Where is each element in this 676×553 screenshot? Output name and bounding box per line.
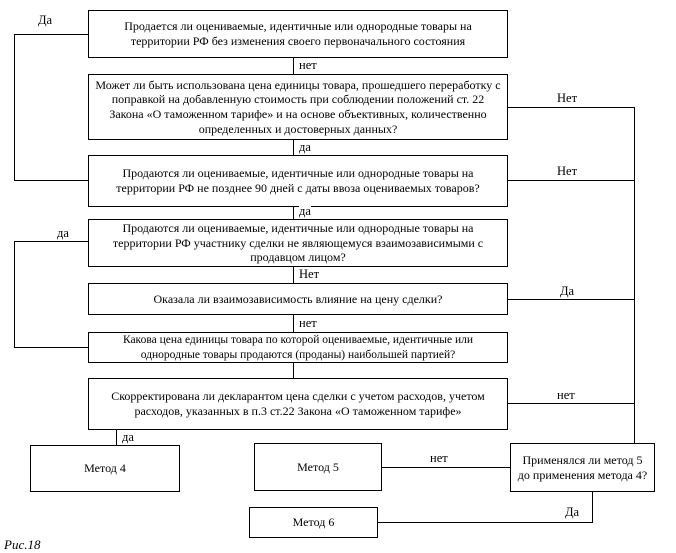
edge-q1-q2-line bbox=[293, 58, 294, 74]
flow-node-method-5: Метод 5 bbox=[254, 443, 382, 491]
edge-q5-yes-line bbox=[508, 299, 634, 300]
edge-q3-q4-line bbox=[293, 207, 294, 219]
edge-label-q3-no: Нет bbox=[557, 164, 578, 178]
flow-node-q2-unit-price-processing: Может ли быть использована цена единицы … bbox=[88, 74, 508, 140]
flow-node-q7-price-corrected-by-declarant: Скорректирована ли декларантом цена сдел… bbox=[88, 378, 508, 430]
edge-method5-no-q8-line bbox=[382, 467, 510, 468]
flow-node-method-4: Метод 4 bbox=[30, 445, 180, 492]
edge-label-q4-no: Нет bbox=[299, 267, 320, 281]
flow-node-q5-interdependence-affected-price: Оказала ли взаимозависимость влияние на … bbox=[88, 283, 508, 315]
figure-caption: Рис.18 bbox=[4, 537, 41, 552]
edge-label-q2-no: Нет bbox=[557, 91, 578, 105]
edge-q5-q6-line bbox=[293, 315, 294, 332]
edge-q6-q7-line bbox=[293, 363, 294, 378]
edge-label-q5-no: нет bbox=[299, 316, 317, 330]
edge-q4-yes-trunk-line bbox=[14, 241, 15, 347]
edge-q4-q5-line bbox=[293, 267, 294, 283]
flow-node-q4-not-interdependent-party: Продаются ли оцениваемые, идентичные или… bbox=[88, 219, 508, 267]
flow-node-q8-method5-before-method4: Применялся ли метод 5 до применения мето… bbox=[510, 443, 655, 492]
edge-label-q7-yes: да bbox=[122, 430, 134, 444]
edge-label-q1-no: нет bbox=[299, 58, 317, 72]
edge-label-q8-yes: Да bbox=[565, 505, 580, 519]
edge-q2-q3-line bbox=[293, 140, 294, 155]
edge-q8-yes-method6-line bbox=[378, 522, 593, 523]
edge-q2-no-line bbox=[508, 107, 634, 108]
flow-node-method-6: Метод 6 bbox=[249, 507, 378, 538]
flow-node-q1-sale-unchanged-state: Продается ли оцениваемые, идентичные или… bbox=[88, 10, 508, 58]
edge-q8-yes-down-line bbox=[592, 492, 593, 522]
flow-node-q6-largest-lot-unit-price: Какова цена единицы товара по которой оц… bbox=[88, 332, 508, 363]
edge-label-q7-no: нет bbox=[557, 388, 575, 402]
edge-label-q3-yes: да bbox=[299, 204, 311, 218]
edge-q4-yes-out-line bbox=[14, 241, 88, 242]
edge-label-method5-no: нет bbox=[430, 451, 448, 465]
edge-label-q2-yes: да bbox=[299, 140, 311, 154]
edge-right-trunk-line bbox=[634, 107, 635, 443]
edge-q3-no-line bbox=[508, 180, 634, 181]
edge-q1-yes-trunk-line bbox=[14, 34, 15, 181]
edge-label-q5-yes: Да bbox=[560, 284, 575, 298]
edge-label-q1-yes: Да bbox=[38, 13, 53, 27]
flow-node-q3-sale-within-90-days: Продаются ли оцениваемые, идентичные или… bbox=[88, 155, 508, 207]
edge-q7-method4-line bbox=[116, 430, 117, 445]
edge-q1-yes-into-q3-line bbox=[14, 180, 88, 181]
edge-q1-yes-out-line bbox=[14, 34, 88, 35]
edge-q7-no-line bbox=[508, 403, 634, 404]
edge-q4-yes-into-q6-line bbox=[14, 347, 88, 348]
edge-label-q4-yes: да bbox=[57, 226, 69, 240]
